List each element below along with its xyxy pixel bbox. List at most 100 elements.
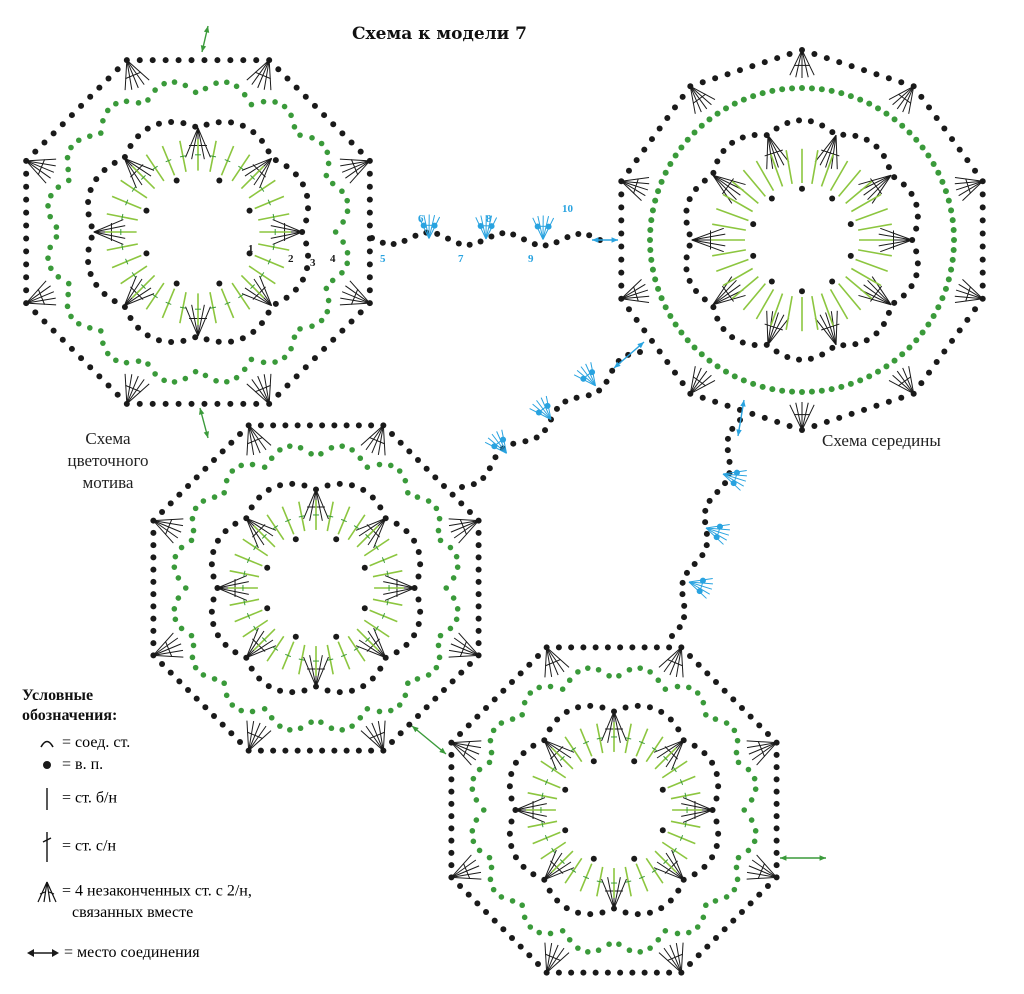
chain-stitch [658,709,664,715]
green-chain-stitch [522,915,528,921]
chain-stitch [642,970,648,976]
chain-stitch [194,474,200,480]
chain-stitch [319,422,325,428]
green-chain-stitch [249,357,255,363]
legend-item-chain: = в. п. [36,756,103,774]
chain-stitch [339,130,345,136]
green-chain-stitch [161,378,167,384]
cluster-stroke [273,220,302,232]
chain-stitch [150,401,156,407]
chain-stitch [774,419,780,425]
chain-stitch [748,714,754,720]
chain-stitch [873,71,879,77]
chain-stitch-icon [36,758,58,772]
green-chain-stitch [292,124,298,130]
chain-stitch [629,644,635,650]
chain-stitch [913,272,919,278]
chain-stitch [913,202,919,208]
green-chain-stitch [596,667,602,673]
green-chain-stitch [647,227,653,233]
chain-stitch [367,261,373,267]
chain-stitch [150,542,156,548]
chain-stitch [448,813,454,819]
green-chain-stitch [298,725,304,731]
green-chain-stitch [105,351,111,357]
cluster-stroke [515,804,546,810]
chain-stitch [232,649,238,655]
chain-stitch [476,616,482,622]
row-number: 6 [418,213,424,225]
double-crochet-cross [597,881,603,882]
green-chain-stitch [377,709,383,715]
chain-stitch [848,253,854,259]
chain-stitch [228,440,234,446]
chain-stitch [617,644,623,650]
chain-stitch [873,330,879,336]
green-chain-stitch [799,85,805,91]
cluster-stroke [449,519,479,521]
cluster-cross [255,385,271,391]
cluster-stroke [621,299,649,303]
cluster-stroke [692,228,724,240]
chain-stitch [448,776,454,782]
cluster-stroke [310,655,316,686]
chain-stitch [629,970,635,976]
cluster-cross [351,289,357,305]
green-chain-stitch [692,130,698,136]
green-chain-stitch [838,384,844,390]
green-chain-stitch [451,575,457,581]
chain-stitch [756,722,762,728]
cluster-stroke [316,489,322,520]
chain-stitch [112,298,118,304]
chain-stitch [500,926,506,932]
chain-stitch [258,422,264,428]
chain-stitch [476,567,482,573]
chain-stitch [881,153,887,159]
chain-stitch [321,346,327,352]
green-chain-stitch [857,97,863,103]
cluster-stroke [681,943,683,973]
chain-stitch [564,905,570,911]
green-chain-stitch [925,153,931,159]
chain-stitch [389,431,395,437]
green-chain-stitch [685,337,691,343]
green-chain-stitch [892,116,898,122]
green-chain-stitch [548,684,554,690]
chain-stitch [949,338,955,344]
row-number: 9 [528,253,534,265]
green-chain-stitch [397,468,403,474]
chain-stitch [964,317,970,323]
cluster-cross [255,72,271,78]
green-chain-stitch [282,355,288,361]
chain-stitch [367,210,373,216]
cluster-cross [667,659,683,665]
chain-stitch [687,278,693,284]
chain-stitch [194,696,200,702]
chain-stitch [684,570,690,576]
cluster-stroke [767,311,768,345]
chain-stitch [642,644,648,650]
chain-stitch [593,644,599,650]
chain-stitch [508,771,514,777]
chain-stitch [709,760,715,766]
cluster-cross [38,159,44,175]
green-chain-stitch [741,97,747,103]
chain-stitch [720,326,726,332]
green-chain-stitch [277,723,283,729]
double-crochet-cross [387,571,388,577]
chain-stitch [554,897,560,903]
legend-item-cluster: = 4 незаконченных ст. с 2/н, [36,880,252,904]
green-chain-stitch [415,676,421,682]
chain-stitch [687,243,693,249]
chain-stitch [300,181,306,187]
chain-stitch [739,909,745,915]
green-chain-stitch [769,88,775,94]
legend-item-double-crochet: = ст. с/н [36,830,116,864]
chain-stitch [337,689,343,695]
chain-stitch [403,528,409,534]
chain-stitch [394,521,400,527]
chain-stitch [480,475,486,481]
chain-stitch [591,856,597,862]
green-chain-stitch [203,86,209,92]
chain-stitch [284,75,290,81]
